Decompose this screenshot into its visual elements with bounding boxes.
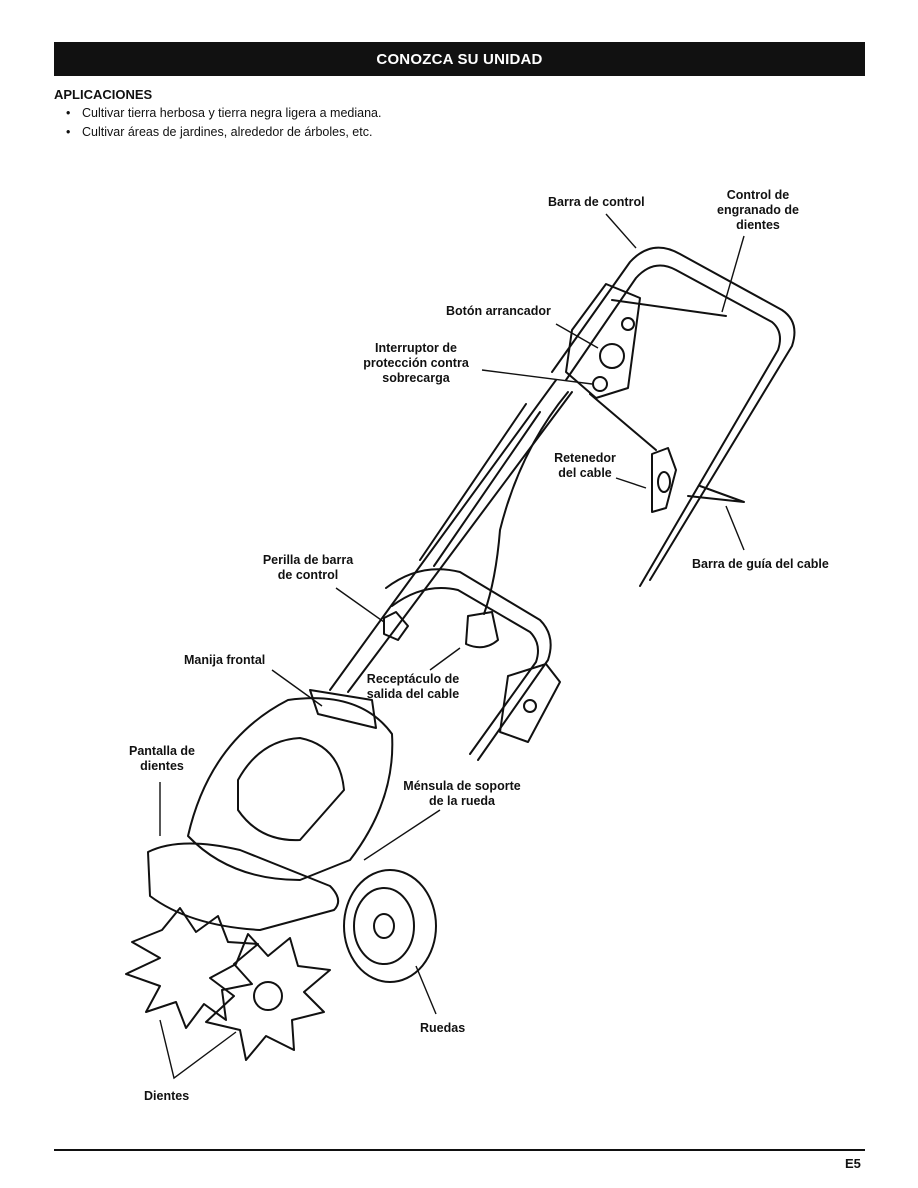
label-wheels: Ruedas [420, 1021, 466, 1035]
cord-guide-bar [687, 485, 745, 503]
label-front-handle: Manija frontal [184, 653, 266, 667]
wheel [343, 869, 437, 983]
power-cord [483, 391, 569, 615]
label-overload-switch: Interruptor de protección contra sobreca… [363, 341, 469, 385]
label-tine-shield: Pantalla de dientes [129, 744, 195, 773]
front-handle [309, 689, 377, 729]
tines [125, 907, 259, 1029]
label-tine-engagement-control: Control de engranado de dientes [717, 188, 799, 232]
label-wheel-bracket: Ménsula de soporte de la rueda [403, 779, 521, 808]
wheel-bracket-plate [499, 663, 561, 743]
label-cord-guide-bar: Barra de guía del cable [692, 557, 829, 571]
label-control-bar: Barra de control [548, 195, 645, 209]
applications-heading: APLICACIONES [54, 87, 153, 102]
label-tines: Dientes [144, 1089, 190, 1103]
list-item: Cultivar áreas de jardines, alrededor de… [66, 123, 381, 142]
label-start-button: Botón arrancador [446, 304, 551, 318]
cord-outlet-receptacle [465, 611, 499, 649]
start-button [599, 343, 625, 369]
cord-retainer [651, 447, 677, 513]
motor-housing [187, 697, 394, 881]
label-cord-retainer: Retenedor del cable [554, 451, 616, 480]
footer-rule [54, 1149, 865, 1151]
handle-shaft [329, 379, 557, 691]
label-control-bar-knob: Perilla de barra de control [262, 553, 354, 582]
lower-handle [385, 568, 552, 761]
section-title-bar: CONOZCA SU UNIDAD [54, 42, 865, 76]
switch-housing [565, 283, 641, 399]
tine-shield [147, 842, 340, 931]
page-number: E5 [845, 1156, 861, 1171]
list-item: Cultivar tierra herbosa y tierra negra l… [66, 104, 381, 123]
tine-engagement-bar [611, 299, 727, 317]
tiller-drawing [125, 246, 796, 1061]
label-cord-outlet-receptacle: Receptáculo de salida del cable [366, 672, 460, 701]
overload-switch [592, 376, 608, 392]
section-title: CONOZCA SU UNIDAD [376, 50, 543, 68]
leader-lines [159, 213, 745, 1080]
control-bar-knob [383, 611, 409, 641]
applications-list: Cultivar tierra herbosa y tierra negra l… [66, 104, 381, 142]
